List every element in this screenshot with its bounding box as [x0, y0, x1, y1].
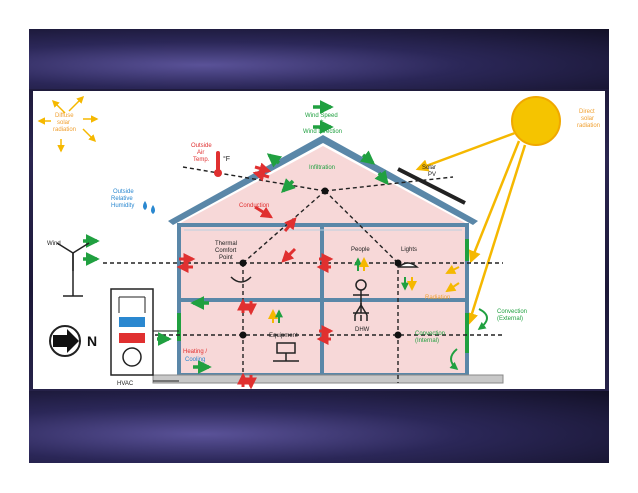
label-thermal-1: Thermal [215, 241, 237, 247]
label-wind-speed: Wind Speed [305, 113, 338, 119]
label-wind-direction: Wind Direction [303, 129, 342, 135]
comfort-point-icon [230, 276, 252, 283]
water-drops-icon [143, 201, 155, 214]
label-solar: Solar [422, 165, 436, 171]
label-humidity-2: Relative [111, 196, 133, 202]
label-diffuse-1: Diffuse [55, 113, 74, 119]
label-outside-air-2: Air [197, 150, 204, 156]
hvac-unit-icon [110, 288, 179, 382]
label-convection-int-1: Convection [415, 331, 445, 337]
label-thermal-2: Comfort [215, 248, 237, 254]
solar-panel-icon [397, 167, 466, 205]
label-outside-air-3: Temp. [193, 157, 210, 163]
person-icon [353, 279, 369, 316]
label-wind: Wind [47, 241, 61, 247]
diffuse-radiation-arrows [37, 95, 99, 153]
label-equipment: Equipment [269, 333, 298, 339]
slide-background: Diffuse solar radiation Direct solar rad… [29, 29, 609, 463]
thermometer-icon [214, 151, 222, 177]
light-icon [397, 262, 419, 268]
label-direct-2: solar [581, 116, 594, 122]
label-conduction: Conduction [239, 203, 269, 209]
building-walls [177, 223, 469, 377]
windows [177, 239, 469, 353]
airflow-arrows [83, 100, 389, 374]
label-direct-3: radiation [577, 123, 600, 129]
label-outside-air-1: Outside [191, 143, 212, 149]
roof [168, 135, 478, 225]
internal-gain-arrows [268, 257, 417, 323]
slide-bottom-band [29, 391, 609, 463]
label-hvac: HVAC [117, 381, 134, 387]
sun-icon [511, 96, 561, 146]
label-direct-1: Direct [579, 109, 595, 115]
conduction-arrows [176, 162, 334, 390]
slide-top-band [29, 29, 609, 89]
label-wind-plus: + [320, 119, 324, 125]
convection-arrows [449, 308, 488, 371]
label-lights: Lights [401, 247, 417, 253]
network-nodes [239, 187, 402, 339]
label-north: N [87, 333, 97, 349]
label-diffuse-2: solar [57, 120, 70, 126]
label-convection-int-2: (Internal) [415, 338, 439, 344]
diagram-panel: Diffuse solar radiation Direct solar rad… [33, 91, 605, 390]
building-energy-diagram: Diffuse solar radiation Direct solar rad… [37, 95, 600, 390]
label-radiation: Radiation [425, 295, 450, 301]
label-diffuse-3: radiation [53, 127, 76, 133]
label-cooling: Cooling [185, 357, 205, 363]
desk-lamp-icon [273, 342, 299, 362]
label-dhw: DHW [355, 327, 370, 333]
label-pv: PV [428, 172, 436, 178]
diagram-labels: Diffuse solar radiation Direct solar rad… [47, 109, 600, 387]
label-people: People [351, 247, 370, 253]
label-humidity-1: Outside [113, 189, 134, 195]
radiation-arrows [445, 264, 460, 293]
wind-turbine-icon [56, 242, 90, 297]
label-deg-f: °F [223, 155, 230, 163]
label-thermal-3: Point [219, 255, 233, 261]
label-heating: Heating / [183, 349, 207, 355]
label-convection-ext-1: Convection [497, 309, 527, 315]
shower-icon [353, 303, 369, 321]
label-convection-ext-2: (External) [497, 316, 523, 322]
thermal-network-lines [103, 166, 503, 383]
label-humidity-3: Humidity [111, 203, 134, 209]
north-arrow-icon [49, 325, 81, 357]
ground [152, 374, 504, 384]
label-infiltration: Infiltration [309, 165, 335, 171]
direct-solar-rays [415, 131, 527, 326]
